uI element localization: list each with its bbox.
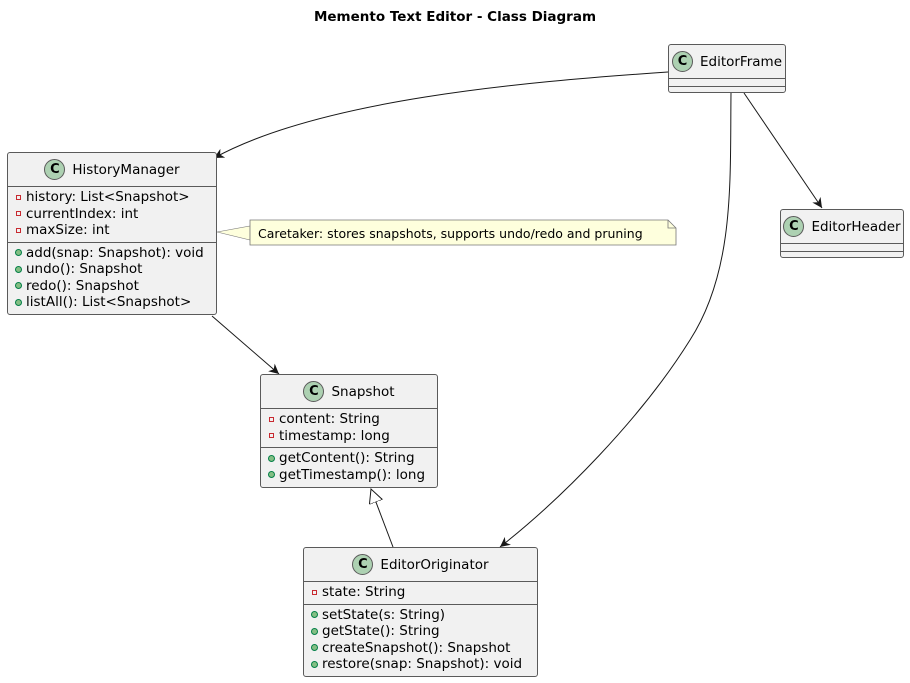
- public-visibility-icon: [14, 298, 22, 306]
- attributes-section: state: String: [304, 582, 537, 605]
- public-visibility-icon: [14, 265, 22, 273]
- class-name: Snapshot: [331, 383, 395, 400]
- class-header: C Snapshot: [261, 375, 437, 409]
- attribute-row: content: String: [261, 411, 437, 428]
- operations-section: getContent(): String getTimestamp(): lon…: [261, 448, 437, 486]
- operations-section: [781, 252, 903, 260]
- attribute-row: timestamp: long: [261, 428, 437, 445]
- class-header: C HistoryManager: [8, 153, 216, 187]
- operation-row: restore(snap: Snapshot): void: [304, 656, 537, 673]
- attributes-section: [781, 244, 903, 252]
- operation-text: undo(): Snapshot: [26, 261, 143, 278]
- edge-editorframe-editororiginator: [499, 92, 732, 548]
- operation-text: getState(): String: [322, 623, 440, 640]
- class-name: EditorFrame: [699, 53, 782, 70]
- private-visibility-icon: [14, 227, 22, 233]
- attribute-row: maxSize: int: [8, 222, 216, 239]
- operation-row: getTimestamp(): long: [261, 467, 437, 484]
- operation-row: createSnapshot(): Snapshot: [304, 640, 537, 657]
- operations-section: [669, 87, 785, 95]
- class-editor-frame[interactable]: C EditorFrame: [668, 44, 786, 93]
- operations-section: setState(s: String) getState(): String c…: [304, 605, 537, 676]
- public-visibility-icon: [14, 249, 22, 257]
- private-visibility-icon: [310, 589, 318, 595]
- class-editor-header[interactable]: C EditorHeader: [780, 209, 904, 258]
- operation-text: createSnapshot(): Snapshot: [322, 639, 511, 656]
- edge-historymanager-snapshot: [211, 315, 280, 375]
- note-connector: [216, 225, 251, 241]
- class-c-icon: C: [783, 216, 805, 237]
- operation-row: getState(): String: [304, 623, 537, 640]
- private-visibility-icon: [14, 211, 22, 217]
- diagram-title: Memento Text Editor - Class Diagram: [313, 9, 597, 25]
- attributes-section: [669, 79, 785, 87]
- operations-section: add(snap: Snapshot): void undo(): Snapsh…: [8, 243, 216, 314]
- attribute-text: currentIndex: int: [26, 205, 139, 222]
- class-header: C EditorOriginator: [304, 548, 537, 582]
- operation-row: listAll(): List<Snapshot>: [8, 294, 216, 311]
- operation-row: redo(): Snapshot: [8, 278, 216, 295]
- class-history-manager[interactable]: C HistoryManager history: List<Snapshot>…: [7, 152, 217, 315]
- class-name: HistoryManager: [72, 161, 180, 178]
- attribute-text: history: List<Snapshot>: [26, 189, 190, 206]
- private-visibility-icon: [14, 194, 22, 200]
- public-visibility-icon: [267, 454, 275, 462]
- attributes-section: content: String timestamp: long: [261, 409, 437, 448]
- attribute-text: maxSize: int: [26, 222, 110, 239]
- public-visibility-icon: [310, 644, 318, 652]
- operation-text: redo(): Snapshot: [26, 277, 139, 294]
- note-corner-fold: [667, 220, 676, 229]
- operation-text: listAll(): List<Snapshot>: [26, 294, 192, 311]
- edge-originator-snapshot-generalization: [371, 489, 394, 548]
- attribute-row: history: List<Snapshot>: [8, 189, 216, 206]
- public-visibility-icon: [310, 660, 318, 668]
- public-visibility-icon: [310, 627, 318, 635]
- public-visibility-icon: [267, 471, 275, 479]
- operation-text: setState(s: String): [322, 606, 446, 623]
- operation-text: add(snap: Snapshot): void: [26, 244, 204, 261]
- attribute-text: state: String: [322, 584, 406, 601]
- class-c-icon: C: [671, 51, 693, 72]
- attribute-text: content: String: [279, 411, 380, 428]
- attribute-text: timestamp: long: [279, 427, 390, 444]
- operation-text: getContent(): String: [279, 450, 415, 467]
- private-visibility-icon: [267, 433, 275, 439]
- attributes-section: history: List<Snapshot> currentIndex: in…: [8, 187, 216, 243]
- attribute-row: currentIndex: int: [8, 206, 216, 223]
- class-editor-originator[interactable]: C EditorOriginator state: String setStat…: [303, 547, 538, 677]
- private-visibility-icon: [267, 416, 275, 422]
- operation-text: getTimestamp(): long: [279, 466, 426, 483]
- note-text: Caretaker: stores snapshots, supports un…: [258, 226, 643, 241]
- attribute-row: state: String: [304, 584, 537, 601]
- class-name: EditorHeader: [811, 218, 901, 235]
- operation-text: restore(snap: Snapshot): void: [322, 656, 523, 673]
- edge-editorframe-editorheader: [743, 92, 823, 209]
- class-header: C EditorHeader: [781, 210, 903, 244]
- class-snapshot[interactable]: C Snapshot content: String timestamp: lo…: [260, 374, 438, 488]
- operation-row: add(snap: Snapshot): void: [8, 245, 216, 262]
- public-visibility-icon: [14, 282, 22, 290]
- class-c-icon: C: [352, 554, 374, 575]
- class-header: C EditorFrame: [669, 45, 785, 79]
- class-c-icon: C: [303, 381, 325, 402]
- operation-row: setState(s: String): [304, 607, 537, 624]
- public-visibility-icon: [310, 611, 318, 619]
- note-shape: [249, 219, 677, 246]
- class-name: EditorOriginator: [380, 556, 489, 573]
- edge-editorframe-historymanager: [213, 71, 669, 159]
- operation-row: getContent(): String: [261, 450, 437, 467]
- class-c-icon: C: [44, 159, 66, 180]
- operation-row: undo(): Snapshot: [8, 261, 216, 278]
